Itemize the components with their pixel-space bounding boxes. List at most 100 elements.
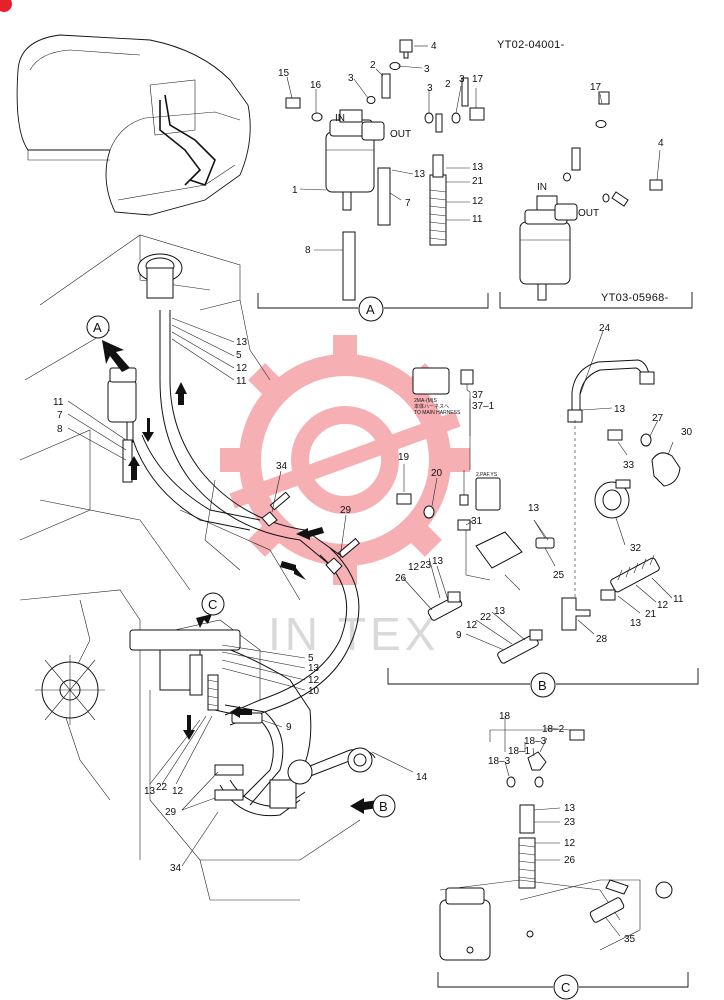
part-label-30: 30 (681, 427, 693, 438)
port-in-label-variant: IN (537, 182, 547, 193)
part-label-23: 23 (420, 560, 432, 571)
part-label-8: 8 (305, 245, 311, 256)
part-label-34: 34 (170, 863, 182, 874)
part-label-13: 13 (528, 503, 540, 514)
callouts-main: A C B (86, 315, 396, 818)
arrow-down-icon (102, 340, 130, 372)
arrow-right-icon (280, 561, 306, 580)
part-label-2: 2 (370, 60, 376, 71)
part-label-26: 26 (395, 573, 407, 584)
engine-frame (19, 234, 301, 601)
part-label-12: 12 (172, 786, 184, 797)
arrow-left-icon (296, 527, 324, 540)
connector-label-2: 本体ハーネスへ (414, 403, 449, 410)
part-label-12: 12 (657, 600, 669, 611)
part-label-22: 22 (480, 612, 492, 623)
part-label-13: 13 (144, 786, 156, 797)
part-label-8: 8 (57, 424, 63, 435)
part-label-7: 7 (405, 198, 411, 209)
part-label-14: 14 (416, 772, 428, 783)
part-label-12: 12 (466, 620, 478, 631)
section-b-label: B (538, 678, 547, 693)
arrow-down-icon (183, 715, 195, 740)
arrow-up-icon (175, 382, 187, 405)
part-label-18-3: 18–3 (524, 736, 547, 747)
arrow-down-icon (196, 614, 212, 628)
part-label-25: 25 (553, 570, 565, 581)
part-label-23: 23 (564, 817, 576, 828)
section-c-bracket: C (437, 972, 689, 1000)
part-label-28: 28 (596, 634, 608, 645)
part-label-11: 11 (236, 376, 247, 387)
part-label-3: 3 (348, 73, 354, 84)
part-label-37-1: 37–1 (472, 401, 495, 412)
part-label-32: 32 (630, 543, 642, 554)
part-label-5: 5 (308, 653, 314, 664)
part-label-34: 34 (276, 461, 288, 472)
part-label-22: 22 (156, 782, 168, 793)
part-label-12: 12 (472, 196, 484, 207)
part-label-26: 26 (564, 855, 576, 866)
part-label-20: 20 (431, 468, 443, 479)
watermark-text: IN TEX (268, 608, 439, 660)
part-label-13: 13 (432, 556, 444, 567)
part-label-5: 5 (236, 350, 242, 361)
arrow-left-icon (230, 706, 252, 718)
part-label-4: 4 (658, 138, 664, 149)
part-label-12: 12 (308, 675, 320, 686)
port-in-label-a: IN (335, 113, 345, 124)
part-label-21: 21 (472, 176, 484, 187)
port-out-label-a: OUT (390, 129, 411, 140)
part-label-11: 11 (673, 594, 684, 605)
part-label-13: 13 (236, 337, 248, 348)
part-label-18-2: 18–2 (542, 724, 565, 735)
part-label-18-1: 18–1 (508, 746, 531, 757)
flow-arrows (102, 340, 378, 814)
section-b-parts (396, 359, 681, 664)
filter-assembly-variant (519, 91, 663, 301)
clamp-34 (261, 491, 291, 527)
part-label-18-3: 18–3 (488, 756, 511, 767)
part-label-2: 2 (445, 79, 451, 90)
callout-c-label: C (208, 597, 217, 612)
callout-b-label: B (379, 799, 388, 814)
part-label-13: 13 (614, 404, 626, 415)
filter-assembly-a (285, 39, 485, 301)
part-label-18: 18 (499, 711, 511, 722)
section-a-label: A (366, 302, 375, 317)
part-number-labels: 4 3 15 16 2 3 3 2 3 17 1 13 7 13 21 12 1… (53, 41, 693, 945)
part-label-13: 13 (494, 606, 506, 617)
port-out-label-variant: OUT (578, 208, 599, 219)
part-label-11: 11 (53, 397, 64, 408)
top-serial-code: YT02-04001- (497, 39, 565, 51)
leader-lines (67, 45, 674, 937)
part-label-33: 33 (623, 460, 635, 471)
arrow-down-icon (142, 418, 154, 442)
section-c-parts (439, 729, 673, 961)
machine-overview-illustration (16, 34, 251, 216)
part-label-10: 10 (308, 686, 320, 697)
part-label-12: 12 (564, 838, 576, 849)
part-label-12: 12 (236, 363, 248, 374)
part-label-27: 27 (652, 413, 664, 424)
part-label-1: 1 (292, 185, 298, 196)
part-label-21: 21 (645, 609, 657, 620)
section-b-bracket: B (387, 668, 699, 698)
part-label-9: 9 (286, 722, 292, 733)
section-a-bracket: A (257, 293, 489, 322)
part-label-9: 9 (456, 630, 462, 641)
page-corner-mark (0, 0, 12, 12)
part-label-29: 29 (165, 807, 177, 818)
part-label-17: 17 (472, 74, 484, 85)
part-label-3: 3 (424, 64, 430, 75)
section-a-variant-bracket (499, 292, 693, 309)
section-c-label: C (561, 980, 570, 995)
part-label-24: 24 (599, 323, 611, 334)
part-label-31: 31 (471, 516, 483, 527)
part-label-11: 11 (472, 214, 483, 225)
part-label-13: 13 (630, 618, 642, 629)
engine-filter (107, 367, 137, 483)
part-label-3: 3 (427, 83, 433, 94)
part-label-4: 4 (431, 41, 437, 52)
